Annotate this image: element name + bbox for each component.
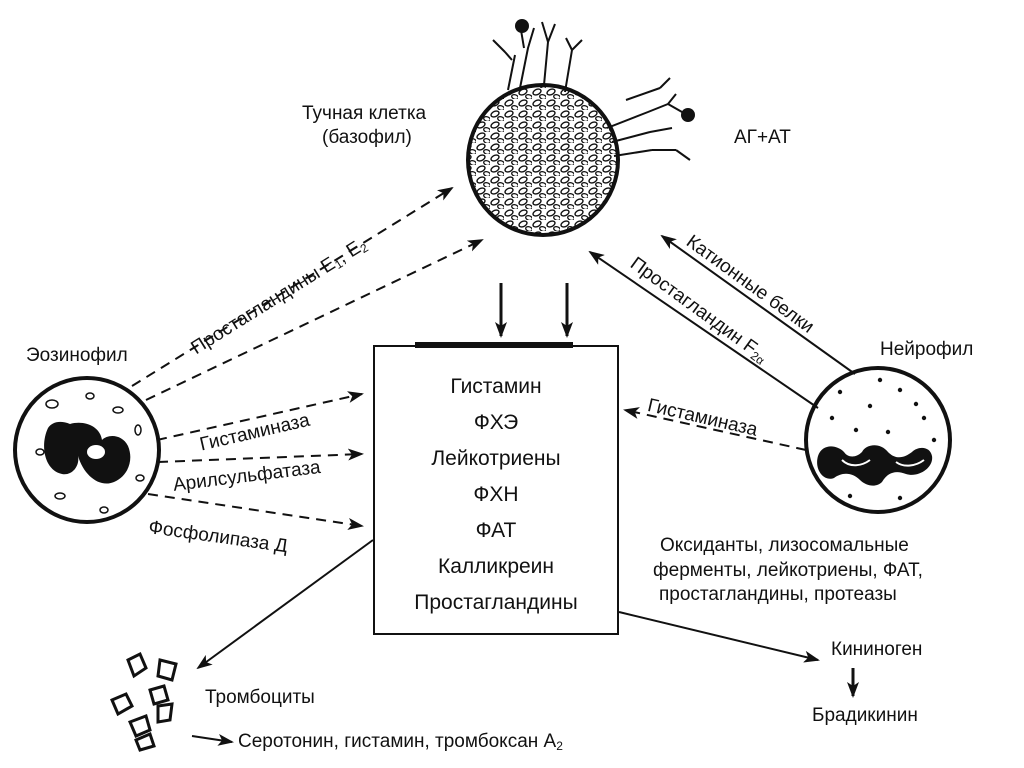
neutrophil-products-line1: Оксиданты, лизосомальные	[660, 535, 909, 556]
mediator-item: ФАТ	[475, 519, 517, 542]
mediators-list: Гистамин ФХЭ Лейкотриены ФХН ФАТ Калликр…	[375, 369, 617, 621]
neutrophil-products-line3: простагландины, протеазы	[659, 584, 897, 605]
mediator-item: Лейкотриены	[431, 447, 561, 470]
arrow-arylsulfatase	[157, 448, 364, 463]
mediator-item: Калликреин	[437, 555, 555, 578]
antigen-antibody-label: АГ+АТ	[734, 127, 791, 148]
platelets-title: Тромбоциты	[205, 687, 315, 708]
mast-cell-subtitle: (базофил)	[322, 127, 412, 148]
platelets-graphic	[110, 651, 178, 752]
arrow-eos-to-mast	[145, 239, 484, 401]
arrow-phospholipase	[147, 493, 364, 530]
mediators-box: Гистамин ФХЭ Лейкотриены ФХН ФАТ Калликр…	[373, 342, 619, 635]
mast-cell-title: Тучная клетка	[302, 103, 427, 124]
arrow-histaminase-right	[623, 407, 807, 451]
mast-cell-graphic	[466, 19, 695, 237]
kininogen-label: Кининоген	[831, 639, 923, 660]
eosinophil-title: Эозинофил	[26, 345, 128, 366]
arrow-to-kininogen	[618, 611, 820, 663]
mediator-item: Гистамин	[450, 375, 542, 398]
arrow-prostaglandins-e	[131, 186, 454, 387]
box-top-bar	[415, 342, 573, 348]
arrow-platelet-products	[191, 733, 234, 746]
neutrophil-title: Нейрофил	[880, 339, 974, 360]
mediator-item: ФХН	[473, 483, 519, 506]
eosinophil-graphic	[13, 376, 161, 524]
arrow-to-platelets	[196, 539, 374, 670]
neutrophil-graphic	[804, 366, 952, 514]
arrow-prostaglandin-f	[588, 250, 819, 409]
platelet-products-label: Серотонин, гистамин, тромбоксан А2	[238, 731, 563, 753]
bradykinin-label: Брадикинин	[812, 705, 918, 726]
neutrophil-products-line2: ферменты, лейкотриены, ФАТ,	[653, 560, 923, 581]
arrow-histaminase-left	[156, 391, 364, 441]
mediator-item: Простагландины	[414, 591, 578, 614]
arrow-cationic-proteins	[660, 234, 856, 375]
mediator-item: ФХЭ	[473, 411, 519, 434]
